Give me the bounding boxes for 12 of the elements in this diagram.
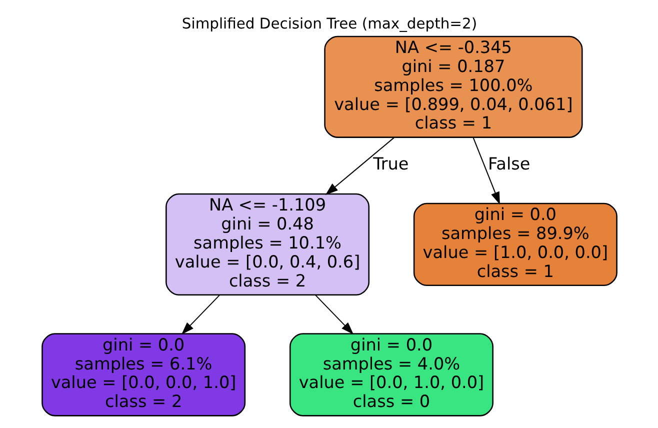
node-box: NA <= -0.345 gini = 0.187 samples = 100.0% value = [0.899, 0.04, 0.061] class = 1 <box>324 36 582 138</box>
arrow <box>472 137 500 205</box>
node-box: NA <= -1.109 gini = 0.48 samples = 10.1% value = [0.0, 0.4, 0.6] class = 2 <box>165 193 370 296</box>
edge-label: True <box>372 154 408 174</box>
node-box: gini = 0.0 samples = 4.0% value = [0.0, 1.0, 0.0] class = 0 <box>288 333 493 416</box>
edge-label: False <box>488 154 530 174</box>
diagram-title: Simplified Decision Tree (max_depth=2) <box>181 15 477 32</box>
node-box: gini = 0.0 samples = 6.1% value = [0.0, 0.0, 1.0] class = 2 <box>41 333 246 416</box>
arrow <box>324 137 394 196</box>
node-box: gini = 0.0 samples = 89.9% value = [1.0, 0.0, 0.0] class = 1 <box>412 202 617 286</box>
arrow <box>314 294 354 335</box>
arrow <box>180 294 220 335</box>
